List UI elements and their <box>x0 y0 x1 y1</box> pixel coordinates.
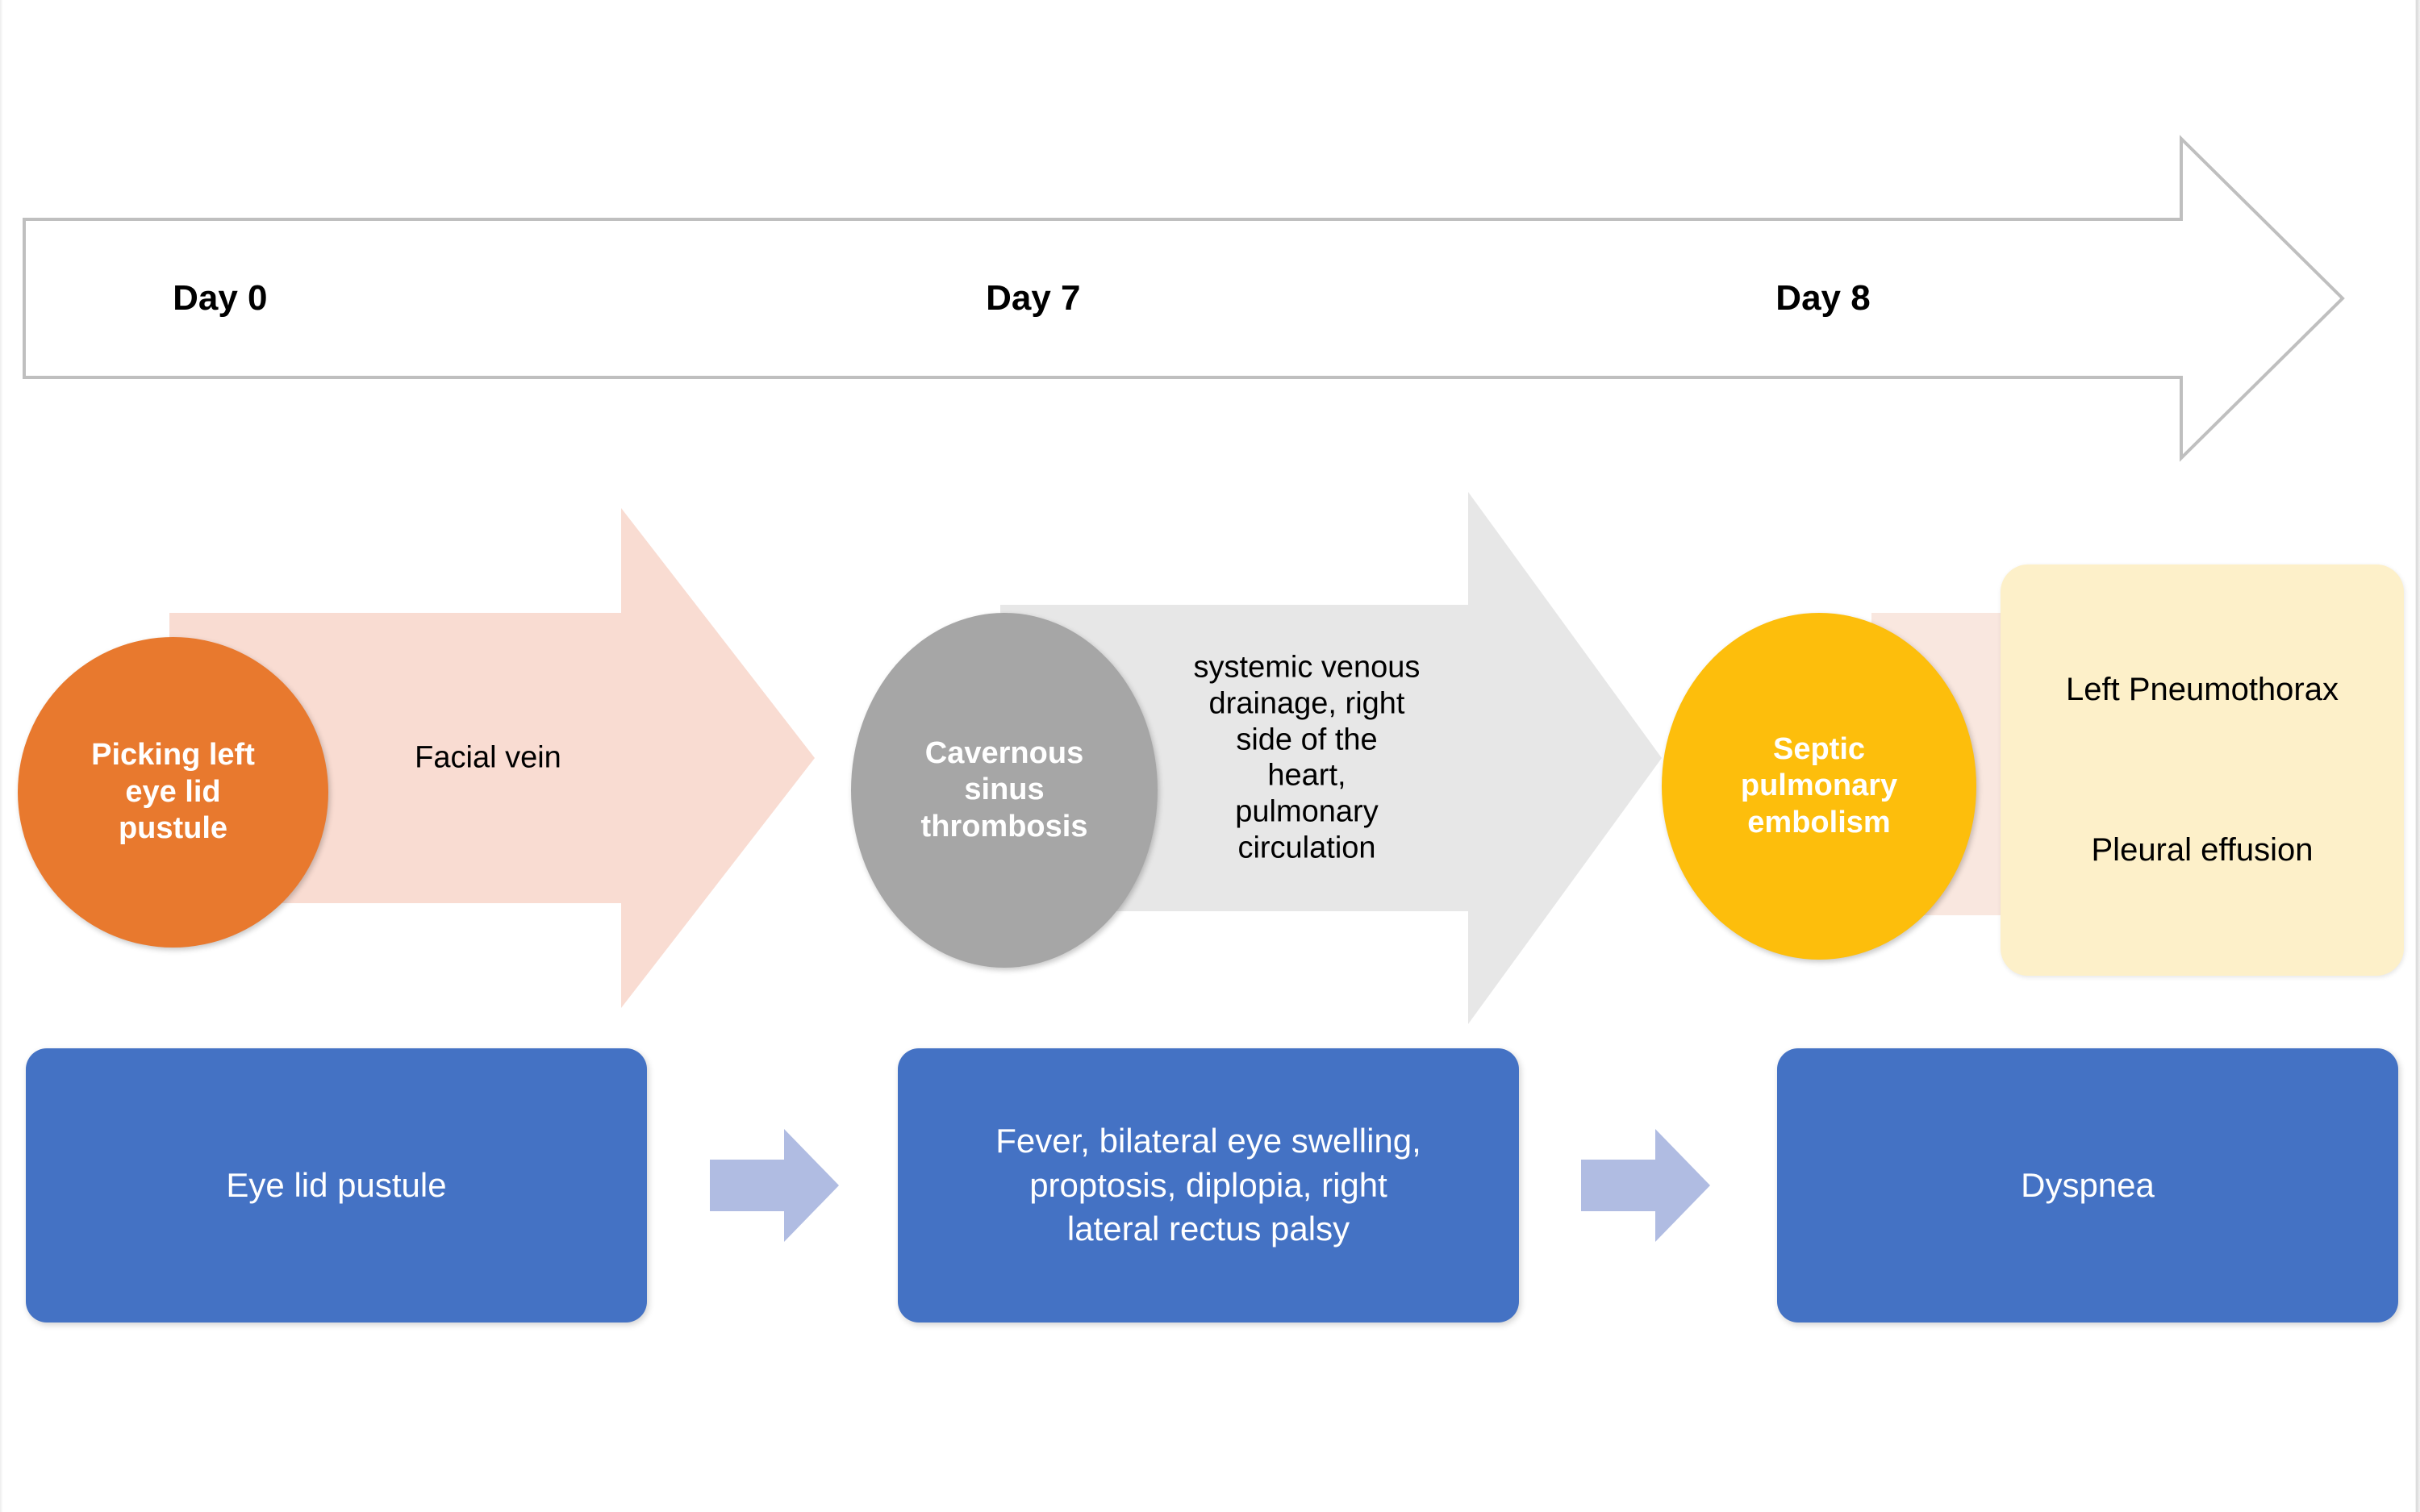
symptom-chevron-icon-1 <box>710 1129 839 1242</box>
symptom-box-label: Dyspnea <box>2021 1165 2155 1204</box>
page-edge-right <box>2412 0 2420 1512</box>
timeline-banner: Day 0 Day 7 Day 8 <box>23 129 2346 468</box>
outcome-line-1: Pleural effusion <box>2091 832 2314 868</box>
pathway-connector-label-2: systemic venous drainage, right side of … <box>1193 650 1421 865</box>
clinical-findings-row: Eye lid pustule Fever, bilateral eye swe… <box>0 1040 2420 1347</box>
pathway-node-picking-left-eye-lid-pustule: Picking left eye lid pustule <box>18 637 328 948</box>
outcome-line-0: Left Pneumothorax <box>2066 672 2339 707</box>
symptom-chevron-icon-2 <box>1581 1129 1710 1242</box>
timeline-day-label-1: Day 7 <box>986 278 1081 318</box>
pathway-node-septic-pulmonary-embolism: Septic pulmonary embolism <box>1662 613 1976 960</box>
symptom-box-label: Eye lid pustule <box>226 1165 447 1204</box>
pathway-node-label: Cavernous sinus thrombosis <box>920 735 1088 843</box>
timeline-arrow-shape <box>23 129 2346 468</box>
symptom-box-eye-lid-pustule: Eye lid pustule <box>26 1048 647 1322</box>
pathway-node-label: Septic pulmonary embolism <box>1740 731 1898 839</box>
pathway-connector-arrow-2 <box>1000 492 1662 1024</box>
symptom-box-label: Fever, bilateral eye swelling, proptosis… <box>995 1122 1421 1248</box>
timeline-day-label-0: Day 0 <box>173 278 268 318</box>
symptom-box-dyspnea: Dyspnea <box>1777 1048 2398 1322</box>
pathway-node-label: Picking left eye lid pustule <box>91 738 255 846</box>
timeline-day-label-2: Day 8 <box>1775 278 1871 318</box>
pathway-node-cavernous-sinus-thrombosis: Cavernous sinus thrombosis <box>851 613 1158 968</box>
symptom-box-fever-eye-swelling: Fever, bilateral eye swelling, proptosis… <box>898 1048 1519 1322</box>
outcome-box: Left Pneumothorax Pleural effusion <box>2001 564 2404 976</box>
page-edge-left <box>0 0 5 1512</box>
pathway-connector-arrow-1 <box>169 508 815 1008</box>
pathway-connector-label-1: Facial vein <box>415 740 561 775</box>
pathophysiology-pathway: Facial vein systemic venous drainage, ri… <box>0 492 2420 1032</box>
